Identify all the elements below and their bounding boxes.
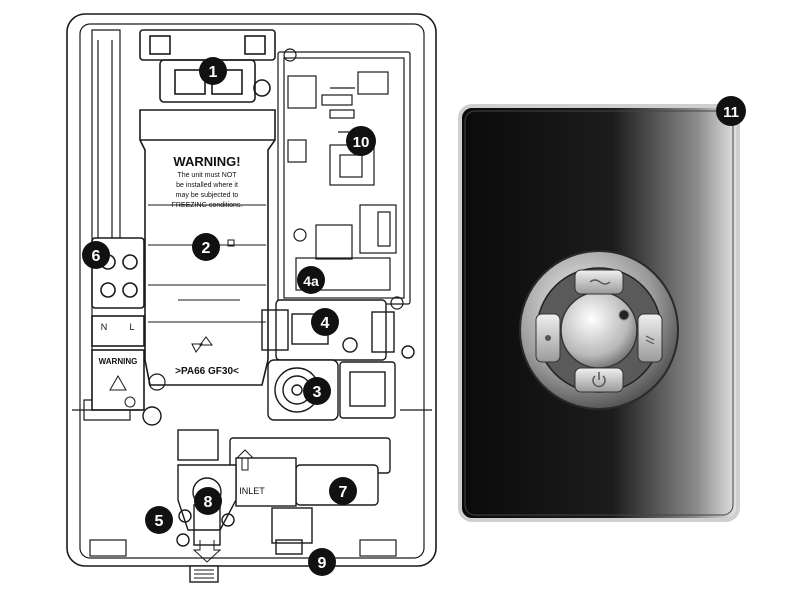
control-panel-front xyxy=(458,104,740,522)
inlet-label: INLET xyxy=(239,486,265,496)
callout-9-label: 9 xyxy=(318,555,327,572)
callout-4a-label: 4a xyxy=(303,273,319,289)
callout-3-label: 3 xyxy=(313,384,322,401)
tank-warning-title: WARNING! xyxy=(173,154,240,169)
power-icon xyxy=(592,372,606,388)
tank-warning-line1: The unit must NOT xyxy=(177,172,237,179)
callout-4: 4 xyxy=(311,308,339,336)
callout-11-label: 11 xyxy=(723,104,739,121)
indicator-light xyxy=(618,309,630,321)
callout-2-label: 2 xyxy=(202,240,211,257)
callout-4-label: 4 xyxy=(321,315,330,332)
tank-material-mark: >PA66 GF30< xyxy=(175,366,239,377)
terminal-live-label: L xyxy=(129,322,134,332)
callout-2: 2 xyxy=(192,233,220,261)
callout-7-label: 7 xyxy=(339,484,348,501)
shower-unit-internal-view xyxy=(66,13,437,583)
callout-6-label: 6 xyxy=(92,248,101,265)
wave-icon xyxy=(589,279,611,285)
callout-3: 3 xyxy=(303,377,331,405)
tank-warning-line4: FREEZING conditions. xyxy=(172,202,243,209)
callout-10-label: 10 xyxy=(353,134,370,151)
callout-8-label: 8 xyxy=(204,494,213,511)
tank-warning-line3: may be subjected to xyxy=(176,192,239,199)
callout-1: 1 xyxy=(199,57,227,85)
tank-warning-line2: be installed where it xyxy=(176,182,238,189)
snowflake-icon xyxy=(545,335,551,341)
callout-7: 7 xyxy=(329,477,357,505)
callout-5-label: 5 xyxy=(155,513,164,530)
callout-1-label: 1 xyxy=(209,64,218,81)
callout-11: 11 xyxy=(716,96,746,126)
dial-centre-knob xyxy=(560,291,638,369)
shower-icon xyxy=(645,335,655,345)
terminal-neutral-label: N xyxy=(101,322,108,332)
mounting-feet xyxy=(72,409,432,557)
callout-8: 8 xyxy=(194,487,222,515)
control-pcb xyxy=(277,48,411,310)
flow-valve xyxy=(267,359,396,421)
terminal-warning-label: WARNING xyxy=(99,357,138,366)
callout-4a: 4a xyxy=(297,266,325,294)
callout-6: 6 xyxy=(82,241,110,269)
tank-warning-label: WARNING! The unit must NOT be installed … xyxy=(172,154,243,209)
unit-backplate xyxy=(79,23,425,559)
callout-10: 10 xyxy=(346,126,376,156)
callout-9: 9 xyxy=(308,548,336,576)
callout-5: 5 xyxy=(145,506,173,534)
control-dial xyxy=(519,250,679,410)
